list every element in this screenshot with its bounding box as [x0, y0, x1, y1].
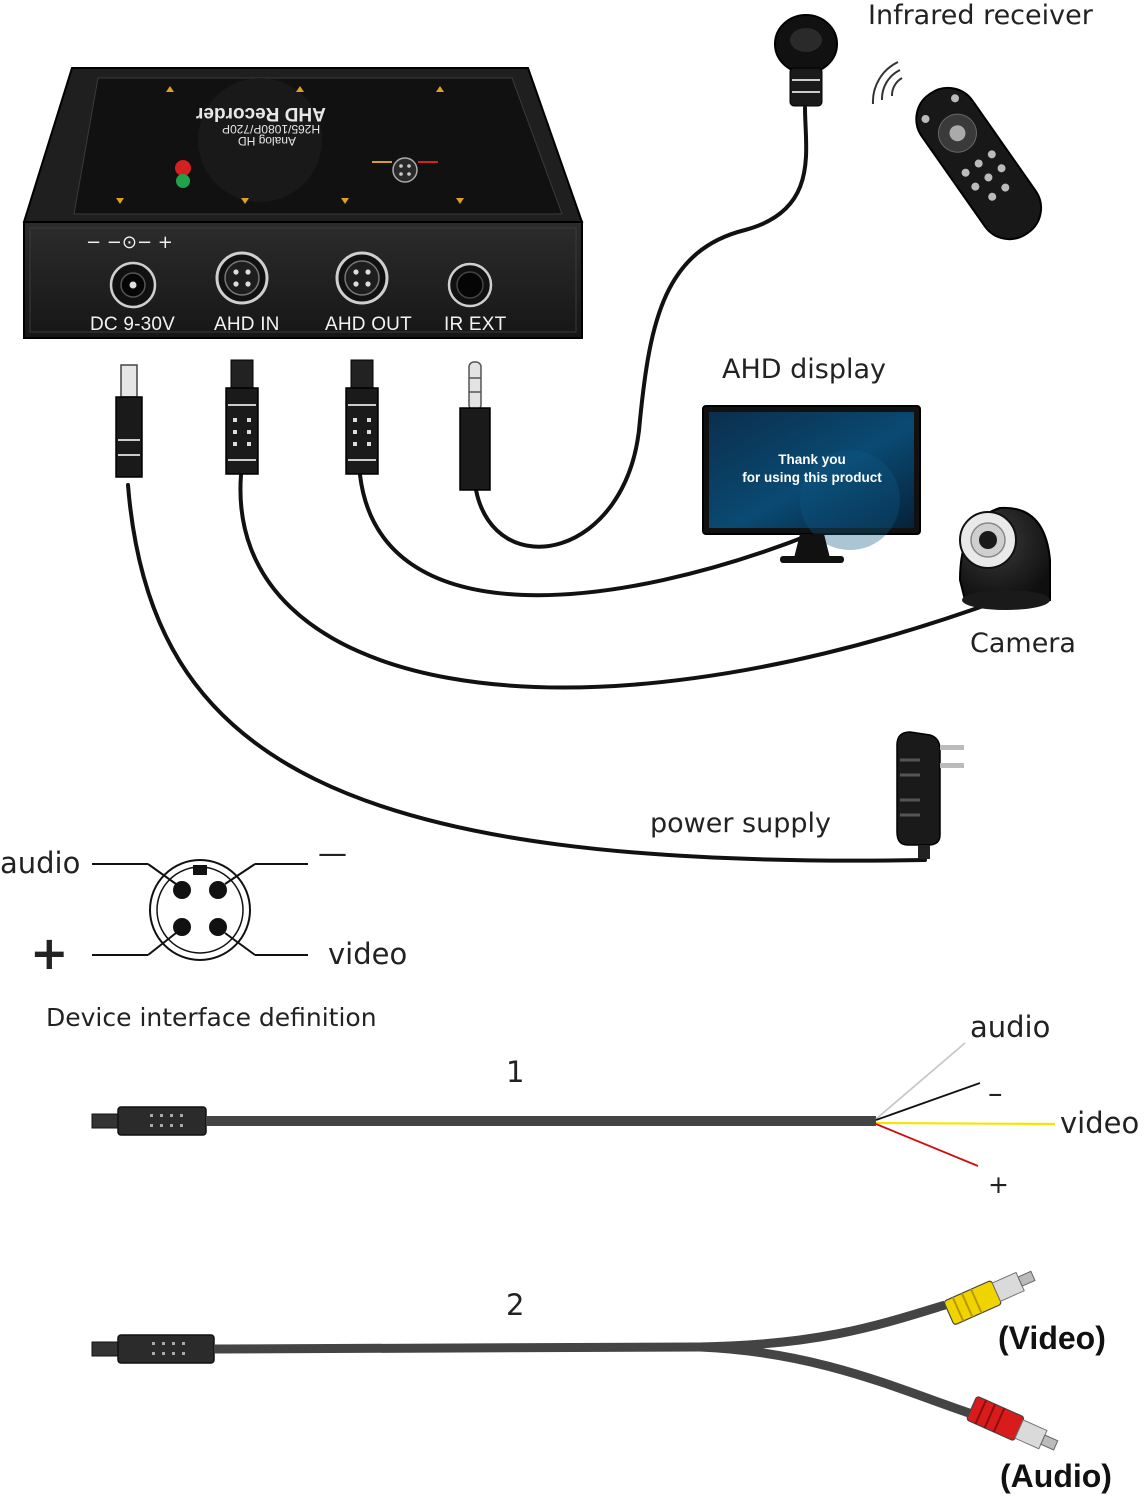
device-subtitle-analog: Analog HD: [238, 134, 297, 148]
cable-2: [91, 1270, 1059, 1451]
screen-line-2: for using this product: [742, 470, 882, 485]
port-label-ahd-out: AHD OUT: [325, 314, 412, 335]
pin-label-plus: +: [30, 926, 69, 980]
label-infrared-receiver: Infrared receiver: [868, 0, 1093, 31]
wire-plus: [875, 1123, 979, 1167]
rca-audio-plug-icon: [966, 1396, 1059, 1451]
label-ahd-display: AHD display: [722, 354, 887, 385]
ahd-in-port-icon: [215, 251, 269, 305]
ahd-in-plug-icon: [225, 359, 259, 475]
button-cluster-icon: [392, 157, 418, 183]
cable-2-video-label: (Video): [998, 1320, 1106, 1356]
camera-icon: [958, 506, 1051, 610]
wire-video: [875, 1121, 1056, 1126]
dc-port-icon: [109, 261, 157, 309]
cables: [126, 106, 1002, 863]
remote-control-icon: [915, 86, 1043, 241]
cable-1-number: 1: [506, 1055, 525, 1089]
cable-2-audio-label: (Audio): [1000, 1458, 1112, 1494]
ir-jack-plug-icon: [459, 361, 491, 491]
ahd-in-cable: [238, 473, 1002, 690]
port-label-ahd-in: AHD IN: [214, 314, 280, 335]
interface-pinout-icon: [92, 859, 308, 961]
cable-1-audio-label: audio: [970, 1010, 1051, 1044]
ahd-out-plug-icon: [345, 359, 379, 475]
screen-message: Thank you for using this product: [712, 451, 912, 487]
screen-line-1: Thank you: [778, 452, 846, 467]
rec-led-icon: [175, 160, 191, 176]
pin-label-minus: —: [318, 836, 347, 870]
dc-plug-icon: [115, 364, 143, 478]
ir-cable: [474, 106, 809, 549]
port-label-ir-ext: IR EXT: [444, 314, 507, 335]
rca-video-plug-icon: [943, 1270, 1036, 1325]
pin-label-audio: audio: [0, 846, 81, 880]
power-cable: [126, 483, 927, 863]
ahd-out-port-icon: [335, 251, 389, 305]
play-led-icon: [176, 174, 190, 188]
cable-1-plus-label: +: [988, 1170, 1009, 1199]
label-power-supply: power supply: [650, 808, 831, 839]
wire-minus: [875, 1082, 981, 1121]
cable-1-video-label: video: [1060, 1106, 1140, 1140]
cable-2-number: 2: [506, 1288, 525, 1322]
ahd-display-monitor: [702, 405, 921, 563]
infrared-receiver-icon: [774, 14, 838, 107]
label-camera: Camera: [970, 628, 1076, 659]
ahd-recorder-box: [22, 67, 584, 339]
ir-signal-icon: [871, 61, 903, 105]
cable-1-minus-label: –: [988, 1076, 1003, 1110]
pin-label-video: video: [328, 937, 408, 971]
cable-1: [91, 1042, 1056, 1167]
ahd-out-cable: [358, 473, 814, 598]
power-adapter-icon: [896, 731, 964, 859]
port-label-dc: DC 9-30V: [90, 314, 176, 335]
ir-ext-port-icon: [447, 262, 493, 308]
wire-audio: [875, 1042, 966, 1120]
device-title: AHD Recorder: [196, 103, 326, 124]
dc-polarity-symbol: − −⊙− +: [86, 232, 173, 253]
interface-caption: Device interface definition: [46, 1003, 377, 1032]
